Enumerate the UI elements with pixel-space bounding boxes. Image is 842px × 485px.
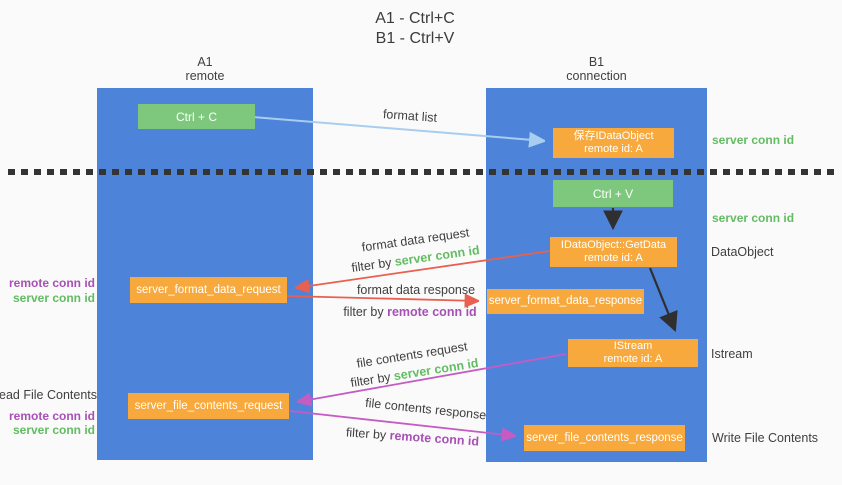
file-contents-response-text: file contents response	[364, 395, 488, 423]
format-data-response-label: format data response	[356, 283, 476, 297]
right-write-file-contents-label: Write File Contents	[712, 431, 819, 445]
server-conn-id-label: server conn id	[12, 290, 95, 305]
phase-divider-dashed-line	[8, 169, 836, 175]
right-server-conn-id-mid: server conn id	[712, 211, 795, 225]
format-data-response-text: format data response	[356, 283, 476, 297]
getdata-line1: IDataObject::GetData	[560, 239, 667, 251]
file-contents-response-label: file contents response	[364, 395, 488, 423]
server-conn-id-label: server conn id	[12, 423, 95, 437]
istream-line1: IStream	[613, 340, 653, 352]
lifeline-a1-role: remote	[185, 69, 225, 83]
left-format-conn-ids: remote conn id server conn id	[0, 276, 95, 305]
filter-by-prefix: filter by	[345, 425, 391, 443]
istream-line2: remote id: A	[603, 353, 663, 365]
ctrl-c-box: Ctrl + C	[138, 104, 255, 129]
istream-box: IStream remote id: A	[568, 339, 698, 367]
remote-conn-id-label: remote conn id	[8, 408, 95, 423]
lifeline-b1-name: B1	[588, 55, 605, 69]
lifeline-header-a1: A1 remote	[97, 55, 313, 83]
format-data-response-filter-label: filter by remote conn id	[340, 305, 480, 319]
filter-by-prefix: filter by	[349, 369, 396, 391]
lifeline-b1-role: connection	[566, 69, 627, 83]
server-file-contents-request-box: server_file_contents_request	[128, 393, 289, 419]
server-format-data-response-label: server_format_data_response	[488, 295, 643, 307]
remote-conn-id-keyword: remote conn id	[387, 305, 477, 319]
right-dataobject-label: DataObject	[711, 245, 774, 259]
file-contents-response-filter-label: filter by remote conn id	[340, 425, 486, 449]
ctrl-c-label: Ctrl + C	[175, 109, 217, 124]
getdata-line2: remote id: A	[584, 252, 643, 264]
right-server-conn-id-top: server conn id	[712, 133, 795, 147]
title-line-1: A1 - Ctrl+C	[375, 10, 455, 27]
filter-by-prefix: filter by	[350, 254, 396, 275]
save-idataobject-line2: remote id: A	[584, 143, 643, 155]
server-format-data-request-label: server_format_data_request	[136, 283, 281, 296]
ctrl-v-box: Ctrl + V	[553, 180, 673, 207]
filter-by-prefix: filter by	[343, 305, 388, 319]
server-file-contents-response-label: server_file_contents_response	[526, 431, 683, 444]
server-format-data-request-box: server_format_data_request	[130, 277, 287, 303]
save-idataobject-line1: 保存IDataObject	[573, 130, 654, 142]
remote-conn-id-keyword: remote conn id	[389, 428, 480, 449]
server-file-contents-request-label: server_file_contents_request	[134, 399, 283, 412]
format-list-label: format list	[355, 105, 466, 127]
format-list-text: format list	[382, 107, 438, 125]
diagram-title: A1 - Ctrl+C B1 - Ctrl+V	[0, 9, 830, 49]
save-idataobject-box: 保存IDataObject remote id: A	[553, 128, 674, 158]
read-file-contents-label: Read File Contents	[0, 388, 98, 402]
remote-conn-id-label: remote conn id	[8, 276, 95, 290]
lifeline-a1-name: A1	[197, 55, 213, 69]
lifeline-header-b1: B1 connection	[486, 55, 707, 83]
server-format-data-response-box: server_format_data_response	[487, 289, 644, 314]
idataobject-getdata-box: IDataObject::GetData remote id: A	[550, 237, 677, 267]
ctrl-v-label: Ctrl + V	[592, 186, 634, 201]
title-line-2: B1 - Ctrl+V	[375, 30, 455, 47]
server-file-contents-response-box: server_file_contents_response	[524, 425, 685, 451]
left-file-conn-ids: Read File Contents remote conn id server…	[0, 388, 98, 438]
right-istream-label: Istream	[711, 347, 753, 361]
